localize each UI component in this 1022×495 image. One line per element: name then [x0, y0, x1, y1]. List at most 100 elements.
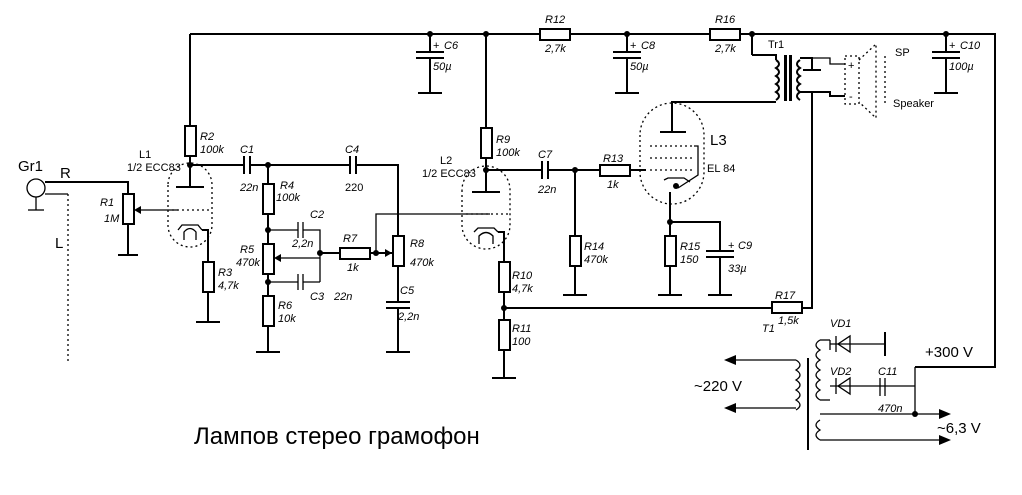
- r17-value: 1,5k: [778, 315, 799, 327]
- tube-l1-heater: [183, 227, 197, 240]
- resistor-r17: [771, 301, 803, 314]
- r13-label: R13: [603, 153, 624, 165]
- transformer-secondary-coil: [796, 59, 802, 101]
- top-rail-wire: [740, 33, 996, 368]
- c9-label: C9: [738, 240, 752, 252]
- gr1-label: Gr1: [18, 158, 43, 175]
- r11-value: 100: [512, 336, 531, 348]
- speaker-label: Speaker: [893, 98, 934, 110]
- speaker-minus: -: [849, 91, 853, 103]
- r6-label: R6: [278, 300, 293, 312]
- resistor-r11: [498, 319, 511, 351]
- c3-label: C3: [310, 291, 325, 303]
- c6-plus: +: [433, 40, 439, 52]
- tube-l2-envelope: [461, 165, 511, 250]
- tube-l2-cathode: [473, 227, 499, 233]
- r3-label: R3: [218, 267, 233, 279]
- l2-type: 1/2 ECC83: [422, 168, 476, 180]
- t1-label: T1: [762, 323, 775, 335]
- c4-value: 220: [345, 182, 363, 194]
- r14-value: 470k: [584, 254, 608, 266]
- r4-label: R4: [280, 180, 294, 192]
- tube-l2-heater: [478, 231, 494, 244]
- r3-value: 4,7k: [218, 280, 239, 292]
- c9-plus: +: [728, 240, 734, 252]
- c6-label: C6: [444, 40, 459, 52]
- resistor-r3: [202, 261, 215, 293]
- c3-value: 22n: [333, 291, 352, 303]
- l1-label: L1: [139, 149, 151, 161]
- heater-winding: [815, 419, 822, 441]
- sp-label: SP: [895, 47, 910, 59]
- c8-plus: +: [630, 40, 636, 52]
- transformer-primary-coil: [774, 59, 780, 101]
- r15-value: 150: [680, 254, 699, 266]
- heater-voltage: ~6,3 V: [937, 420, 981, 437]
- resistor-r6: [262, 295, 275, 327]
- mains-voltage: ~220 V: [694, 378, 742, 395]
- r12-value: 2,7k: [544, 43, 566, 55]
- mains-arrow-icon: [724, 403, 736, 413]
- r11-label: R11: [512, 323, 531, 335]
- l1-type: 1/2 ECC83: [127, 162, 181, 174]
- speaker-icon: [858, 42, 877, 120]
- resistor-r10: [498, 261, 511, 293]
- c11-label: C11: [878, 366, 897, 378]
- l2-label: L2: [440, 155, 452, 167]
- speaker-plus: +: [848, 60, 854, 72]
- c8-label: C8: [641, 40, 656, 52]
- r4-value: 100k: [276, 192, 300, 204]
- c2-label: C2: [310, 209, 324, 221]
- r7-value: 1k: [347, 262, 359, 274]
- tube-l1-cathode: [177, 224, 203, 231]
- r5-value: 470k: [236, 257, 260, 269]
- c7-value: 22n: [537, 184, 556, 196]
- input-jack-gr1: [26, 178, 46, 198]
- c10-label: C10: [960, 40, 981, 52]
- heater-arrow-icon: [939, 409, 951, 419]
- c11-value: 470n: [878, 403, 902, 415]
- r15-label: R15: [680, 241, 701, 253]
- r2-value: 100k: [200, 144, 224, 156]
- channel-l-label: L: [55, 235, 63, 252]
- wiper-arrow-icon: [134, 206, 141, 214]
- resistor-r14: [569, 235, 582, 267]
- tube-l3-cathode: [663, 177, 691, 183]
- l3-label: L3: [710, 132, 727, 149]
- resistor-r7: [339, 247, 371, 260]
- vd1-label: VD1: [830, 318, 851, 330]
- r8-value: 470k: [410, 257, 434, 269]
- resistor-r12: [539, 28, 571, 41]
- c6-value: 50µ: [433, 61, 452, 73]
- r10-value: 4,7k: [512, 283, 533, 295]
- power-transformer-primary: [794, 359, 801, 411]
- r9-value: 100k: [496, 147, 520, 159]
- channel-r-label: R: [60, 165, 71, 182]
- c10-plus: +: [949, 40, 955, 52]
- r9-label: R9: [496, 134, 510, 146]
- wiper-arrow-icon: [385, 249, 392, 257]
- c5-label: C5: [400, 285, 415, 297]
- r7-label: R7: [343, 233, 358, 245]
- junction-dot: [673, 183, 679, 189]
- tr1-label: Tr1: [768, 39, 784, 51]
- r5-label: R5: [240, 244, 255, 256]
- heater-arrow-icon: [939, 435, 951, 445]
- r1-label: R1: [100, 197, 114, 209]
- r10-label: R10: [512, 270, 533, 282]
- r14-label: R14: [584, 241, 604, 253]
- power-transformer-secondary: [815, 339, 822, 401]
- vd2-label: VD2: [830, 366, 851, 378]
- resistor-r4: [262, 183, 275, 215]
- b-plus-voltage: +300 V: [925, 344, 973, 361]
- potentiometer-r1: [122, 193, 135, 225]
- r6-value: 10k: [278, 313, 296, 325]
- l3-type: EL 84: [707, 163, 735, 175]
- resistor-r16: [709, 28, 741, 41]
- junction-dot: [943, 31, 949, 37]
- mains-arrow-icon: [724, 355, 736, 365]
- resistor-r15: [664, 235, 677, 267]
- c10-value: 100µ: [949, 61, 974, 73]
- r13-value: 1k: [607, 179, 619, 191]
